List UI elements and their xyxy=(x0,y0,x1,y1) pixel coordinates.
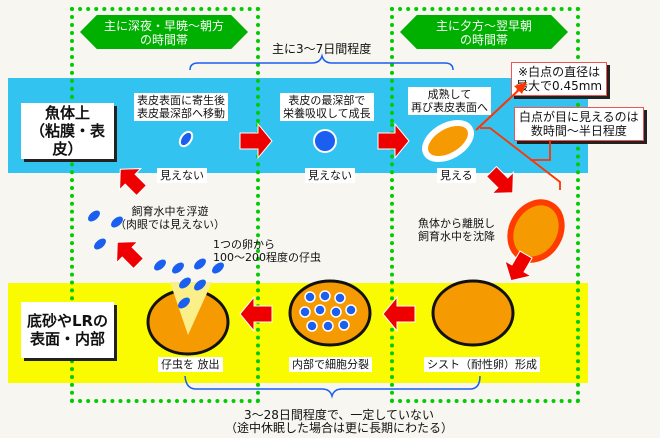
night-timezone-box xyxy=(70,7,260,123)
visible-time-note: 白点が目に見えるのは 数時間〜半日程度 xyxy=(514,107,644,141)
arrow-larvae-up xyxy=(116,241,145,270)
fish-zone-line2: （粘膜・表皮） xyxy=(29,122,105,158)
top-brace xyxy=(189,53,454,71)
divided-cells xyxy=(299,290,357,332)
arrow-move-to-grow xyxy=(239,122,273,160)
growing-parasite xyxy=(313,129,337,153)
swim-text: 飼育水中を浮遊 （肉眼では見えない） xyxy=(115,205,225,231)
stage-divide-label: 内部で細胞分裂 xyxy=(289,357,372,372)
larvae-count-line2: 100〜200程度の仔虫 xyxy=(213,251,321,264)
visibility-move: 見えない xyxy=(157,168,207,183)
swim-line2: （肉眼では見えない） xyxy=(115,218,225,231)
cyst-egg xyxy=(431,279,515,347)
night-timezone-header: 主に深夜・早暁〜朝方 の時間帯 xyxy=(80,15,248,49)
detach-line1: 魚体から離脱し xyxy=(418,217,495,230)
bottom-brace-line2: （途中休眠した場合は更に長期にわたる） xyxy=(225,421,454,435)
diameter-pointer xyxy=(475,86,523,131)
stage-mature-label: 成熟して 再び表皮表面へ xyxy=(408,87,491,115)
arrow-detach-to-cyst xyxy=(504,250,533,282)
substrate-zone-line1: 底砂やLRの xyxy=(26,312,109,330)
release-opening xyxy=(170,282,212,335)
visibility-grow: 見えない xyxy=(305,168,355,183)
small-parasite xyxy=(178,130,194,148)
night-timezone-line1: 主に深夜・早暁〜朝方 xyxy=(103,19,224,33)
evening-timezone-line1: 主に夕方〜翌早朝 xyxy=(435,19,532,33)
detach-text: 魚体から離脱し 飼育水中を沈降 xyxy=(418,217,495,243)
evening-timezone-box-lower xyxy=(390,123,580,403)
stage-mature-line2: 再び表皮表面へ xyxy=(411,101,488,114)
stage-grow-line1: 表皮の最深部で xyxy=(288,94,366,107)
bottom-brace-line1: 3〜28日間程度で、一定していない xyxy=(243,408,435,422)
detach-line2: 飼育水中を沈降 xyxy=(418,230,495,243)
stage-release-label: 仔虫を 放出 xyxy=(158,357,223,372)
top-brace-label: 主に3〜7日間程度 xyxy=(272,42,372,56)
substrate-zone-label: 底砂やLRの表面・内部 xyxy=(21,302,114,358)
visible-time-bracket-tie xyxy=(530,140,551,161)
detached-trophont xyxy=(507,199,565,263)
diameter-note-line1: ※白点の直径は xyxy=(518,65,601,79)
evening-timezone-line2: の時間帯 xyxy=(459,33,508,47)
night-timezone-box-lower xyxy=(70,123,260,403)
visibility-mature: 見える xyxy=(437,168,476,183)
mature-white-spot xyxy=(422,119,474,163)
stage-grow-label: 表皮の最深部で 栄養吸収して成長 xyxy=(280,93,374,121)
diameter-pointer-head xyxy=(514,82,527,94)
stage-move-line1: 表皮表面に寄生後 xyxy=(137,94,225,107)
stage-move-line2: 表皮最深部へ移動 xyxy=(137,107,225,120)
stage-mature-line1: 成熟して xyxy=(427,88,472,101)
visible-time-note-line1: 白点が目に見えるのは xyxy=(519,110,639,124)
stage-cyst-label: シスト（耐性卵）形成 xyxy=(424,357,540,372)
visible-time-note-line2: 数時間〜半日程度 xyxy=(530,124,627,138)
evening-timezone-header: 主に夕方〜翌早朝 の時間帯 xyxy=(400,15,568,49)
stage-grow-line2: 栄養吸収して成長 xyxy=(283,107,371,120)
fish-zone-label: 魚体上（粘膜・表皮） xyxy=(21,103,114,159)
arrow-swim-to-fish xyxy=(119,168,148,197)
theront-larvae xyxy=(88,210,224,309)
arrow-cyst-to-divide xyxy=(382,295,416,333)
diameter-note: ※白点の直径は 最大で0.45mm xyxy=(511,62,608,96)
larvae-count-text: 1つの卵から 100〜200程度の仔虫 xyxy=(213,238,321,264)
arrow-divide-to-release xyxy=(239,295,273,333)
stage-move-label: 表皮表面に寄生後 表皮最深部へ移動 xyxy=(134,93,228,121)
visible-time-bracket xyxy=(480,127,561,190)
night-timezone-line2: の時間帯 xyxy=(139,33,188,47)
bottom-brace xyxy=(184,375,481,399)
arrow-mature-to-detach xyxy=(485,165,514,194)
swim-line1: 飼育水中を浮遊 xyxy=(131,205,209,218)
arrow-grow-to-mature xyxy=(377,122,410,160)
larvae-count-line1: 1つの卵から xyxy=(213,238,275,251)
fish-zone-line1: 魚体上 xyxy=(44,104,90,122)
diameter-note-line2: 最大で0.45mm xyxy=(516,79,603,93)
substrate-zone-line2: 表面・内部 xyxy=(29,330,105,348)
bottom-brace-label: 3〜28日間程度で、一定していない （途中休眠した場合は更に長期にわたる） xyxy=(225,409,453,435)
